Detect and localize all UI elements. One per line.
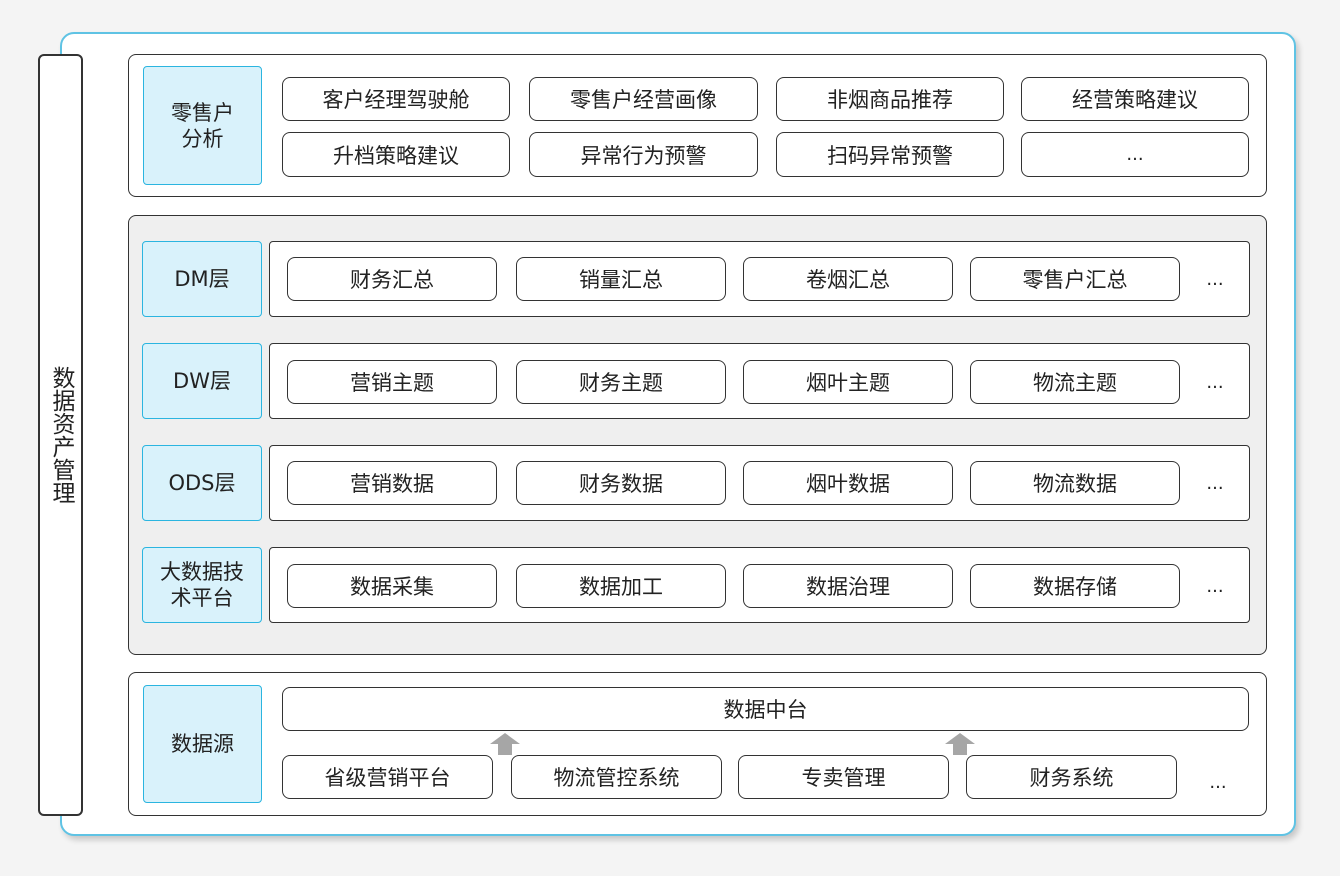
retail-item: 经营策略建议 (1021, 77, 1249, 121)
dw-more: ... (1206, 371, 1224, 393)
retail-item: 扫码异常预警 (776, 132, 1004, 177)
arrow-up-icon (490, 733, 520, 755)
data-asset-management-label: 数据资产管理 (38, 54, 83, 816)
data-source-label: 数据源 (143, 685, 262, 803)
source-item: 省级营销平台 (282, 755, 493, 799)
dw-item: 财务主题 (516, 360, 726, 404)
retail-item: 零售户经营画像 (529, 77, 758, 121)
arrow-up-icon (945, 733, 975, 755)
ods-item: 烟叶数据 (743, 461, 953, 505)
retail-analysis-label: 零售户分析 (143, 66, 262, 185)
retail-item: 升档策略建议 (282, 132, 510, 177)
ods-more: ... (1206, 472, 1224, 494)
dm-item: 卷烟汇总 (743, 257, 953, 301)
dw-layer-label: DW层 (142, 343, 262, 419)
ods-item: 营销数据 (287, 461, 497, 505)
dm-item: 零售户汇总 (970, 257, 1180, 301)
platform-more: ... (1206, 575, 1224, 597)
platform-item: 数据治理 (743, 564, 953, 608)
dm-more: ... (1206, 268, 1224, 290)
source-item: 财务系统 (966, 755, 1177, 799)
retail-item: 非烟商品推荐 (776, 77, 1004, 121)
dw-item: 营销主题 (287, 360, 497, 404)
platform-item: 数据加工 (516, 564, 726, 608)
dw-item: 烟叶主题 (743, 360, 953, 404)
dm-item: 财务汇总 (287, 257, 497, 301)
ods-item: 财务数据 (516, 461, 726, 505)
dm-item: 销量汇总 (516, 257, 726, 301)
source-item: 物流管控系统 (511, 755, 722, 799)
source-item: 专卖管理 (738, 755, 949, 799)
dw-item: 物流主题 (970, 360, 1180, 404)
data-middle-platform: 数据中台 (282, 687, 1249, 731)
retail-item: 异常行为预警 (529, 132, 758, 177)
ods-layer-label: ODS层 (142, 445, 262, 521)
platform-item: 数据采集 (287, 564, 497, 608)
retail-item: 客户经理驾驶舱 (282, 77, 510, 121)
platform-item: 数据存储 (970, 564, 1180, 608)
ods-item: 物流数据 (970, 461, 1180, 505)
dm-layer-label: DM层 (142, 241, 262, 317)
big-data-platform-label: 大数据技术平台 (142, 547, 262, 623)
source-more: ... (1209, 771, 1227, 793)
retail-item-more: ... (1021, 132, 1249, 177)
